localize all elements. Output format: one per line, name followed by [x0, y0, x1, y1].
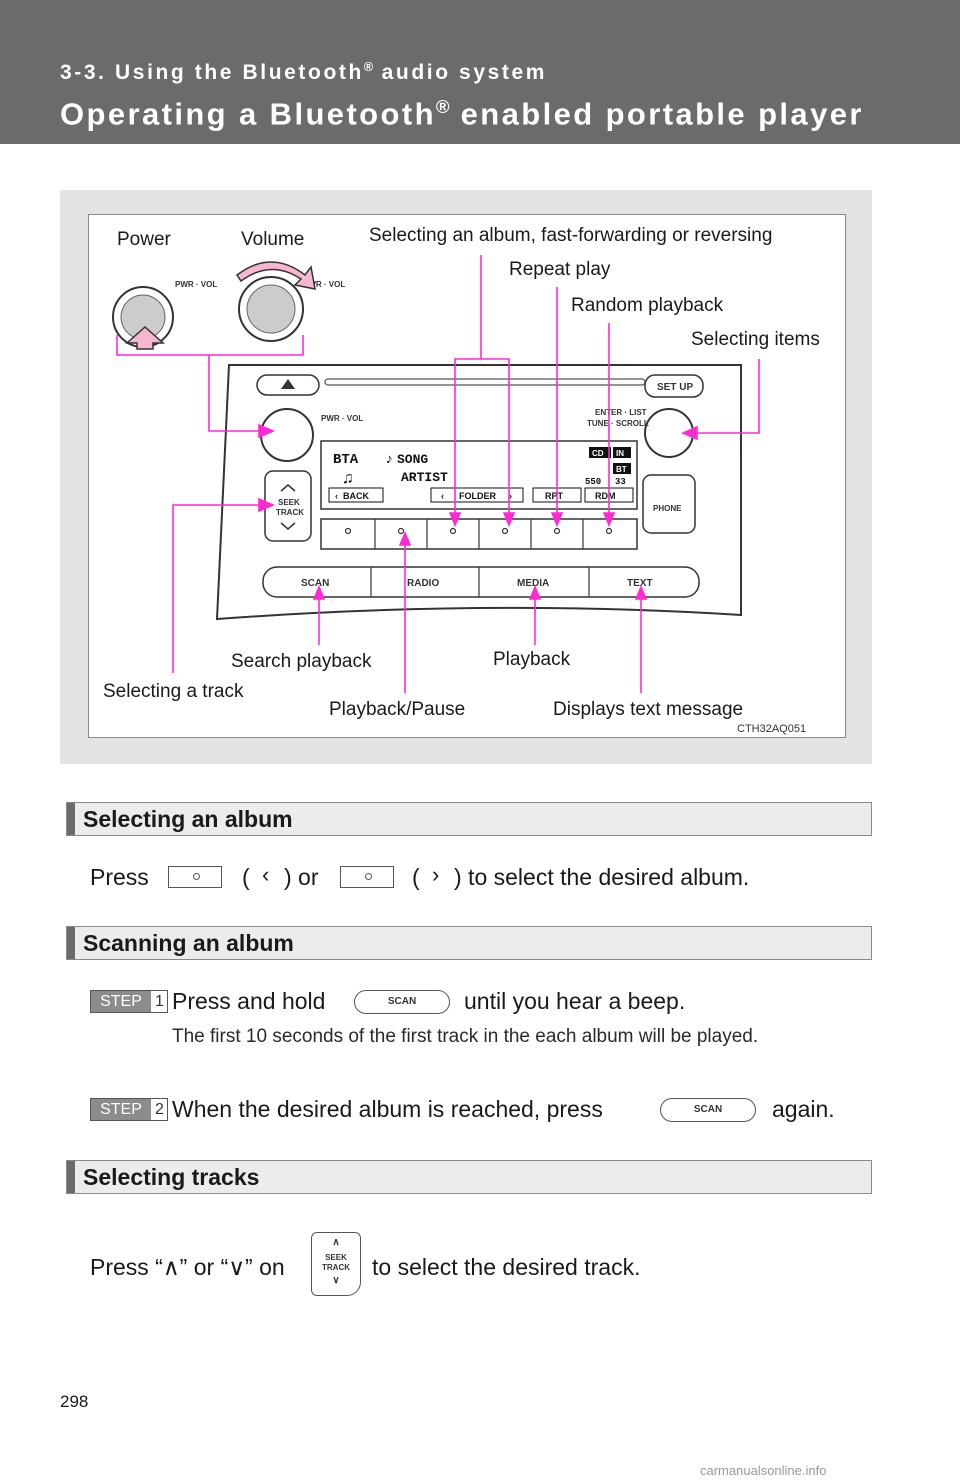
seek-track-button-icon: ∧ SEEK TRACK ∨ — [311, 1232, 361, 1296]
step1-text-b: until you hear a beep. — [464, 988, 686, 1014]
preset-button-icon — [168, 866, 222, 888]
label-playback: Playback — [493, 649, 571, 670]
chevron-left-icon: ‹ — [262, 862, 270, 887]
power-knob-icon: PWR · VOL — [112, 280, 217, 350]
svg-text:TRACK: TRACK — [276, 508, 304, 517]
volume-knob-icon: PWR · VOL — [235, 261, 345, 342]
label-playback-pause: Playback/Pause — [329, 699, 466, 720]
album-paren-2: ( — [412, 864, 420, 890]
svg-text:›: › — [509, 491, 512, 501]
svg-text:SEEK: SEEK — [278, 498, 300, 507]
heading-scanning-album: Scanning an album — [66, 926, 872, 960]
tracks-text-a: Press “∧” or “∨” on — [90, 1254, 285, 1280]
step2-text-b: again. — [772, 1096, 835, 1122]
svg-text:FOLDER: FOLDER — [459, 491, 496, 501]
scan-button-icon: SCAN — [660, 1098, 756, 1122]
svg-text:ARTIST: ARTIST — [401, 470, 448, 485]
svg-text:PWR · VOL: PWR · VOL — [303, 280, 345, 289]
svg-text:RDM: RDM — [595, 491, 616, 501]
label-selecting-album: Selecting an album, fast-forwarding or r… — [369, 225, 773, 246]
svg-text:TEXT: TEXT — [627, 578, 653, 589]
svg-text:PHONE: PHONE — [653, 504, 682, 513]
watermark: carmanualsonline.info — [700, 1463, 827, 1478]
label-selecting-track: Selecting a track — [103, 681, 244, 702]
svg-text:PWR · VOL: PWR · VOL — [321, 414, 363, 423]
svg-text:550: 550 — [585, 477, 601, 487]
svg-text:‹: ‹ — [335, 491, 338, 501]
label-power: Power — [117, 229, 171, 250]
svg-text:PWR · VOL: PWR · VOL — [175, 280, 217, 289]
svg-text:SET UP: SET UP — [657, 382, 693, 393]
step1-text-a: Press and hold — [172, 988, 326, 1014]
svg-text:BTA: BTA — [333, 452, 359, 468]
album-paren-1: ( — [242, 864, 250, 890]
label-search-playback: Search playback — [231, 651, 372, 672]
section-heading: 3-3. Using the Bluetooth® audio system — [60, 60, 548, 84]
album-text-press: Press — [90, 864, 149, 890]
svg-text:RADIO: RADIO — [407, 578, 439, 589]
callout-leader-lines — [116, 255, 760, 693]
label-random-playback: Random playback — [571, 295, 724, 316]
svg-text:RPT: RPT — [545, 491, 564, 501]
heading-selecting-album: Selecting an album — [66, 802, 872, 836]
svg-text:SONG: SONG — [397, 452, 428, 467]
svg-text:CD: CD — [592, 449, 604, 458]
label-repeat-play: Repeat play — [509, 259, 611, 280]
page-header: 3-3. Using the Bluetooth® audio system O… — [0, 0, 960, 144]
figure-code: CTH32AQ051 — [737, 723, 807, 735]
scan-note: The first 10 seconds of the first track … — [172, 1026, 759, 1047]
svg-text:♫: ♫ — [343, 470, 353, 488]
audio-unit-figure: PWR · VOL PWR · VOL SET UP PWR · VOL ENT… — [88, 214, 846, 738]
svg-text:TUNE · SCROLL: TUNE · SCROLL — [587, 419, 649, 428]
label-displays-text: Displays text message — [553, 699, 744, 720]
label-volume: Volume — [241, 229, 305, 250]
album-text-end: ) to select the desired album. — [454, 864, 750, 890]
chevron-right-icon: › — [432, 862, 440, 887]
page-number: 298 — [60, 1392, 89, 1411]
step2-text-a: When the desired album is reached, press — [172, 1096, 603, 1122]
svg-text:‹: ‹ — [441, 491, 444, 501]
svg-text:SCAN: SCAN — [301, 578, 329, 589]
svg-text:BACK: BACK — [343, 491, 369, 501]
svg-text:IN: IN — [616, 449, 624, 458]
album-text-or: ) or — [284, 864, 319, 890]
page-title: Operating a Bluetooth® enabled portable … — [60, 96, 864, 132]
tracks-text-b: to select the desired track. — [372, 1254, 641, 1280]
svg-text:33: 33 — [615, 477, 626, 487]
svg-text:♪: ♪ — [385, 452, 393, 468]
svg-text:MEDIA: MEDIA — [517, 578, 549, 589]
audio-unit-illustration: PWR · VOL PWR · VOL SET UP PWR · VOL ENT… — [112, 255, 760, 693]
svg-text:BT: BT — [616, 465, 627, 474]
label-selecting-items: Selecting items — [691, 329, 820, 350]
scan-button-icon: SCAN — [354, 990, 450, 1014]
preset-button-icon — [340, 866, 394, 888]
svg-text:ENTER · LIST: ENTER · LIST — [595, 408, 647, 417]
heading-selecting-tracks: Selecting tracks — [66, 1160, 872, 1194]
